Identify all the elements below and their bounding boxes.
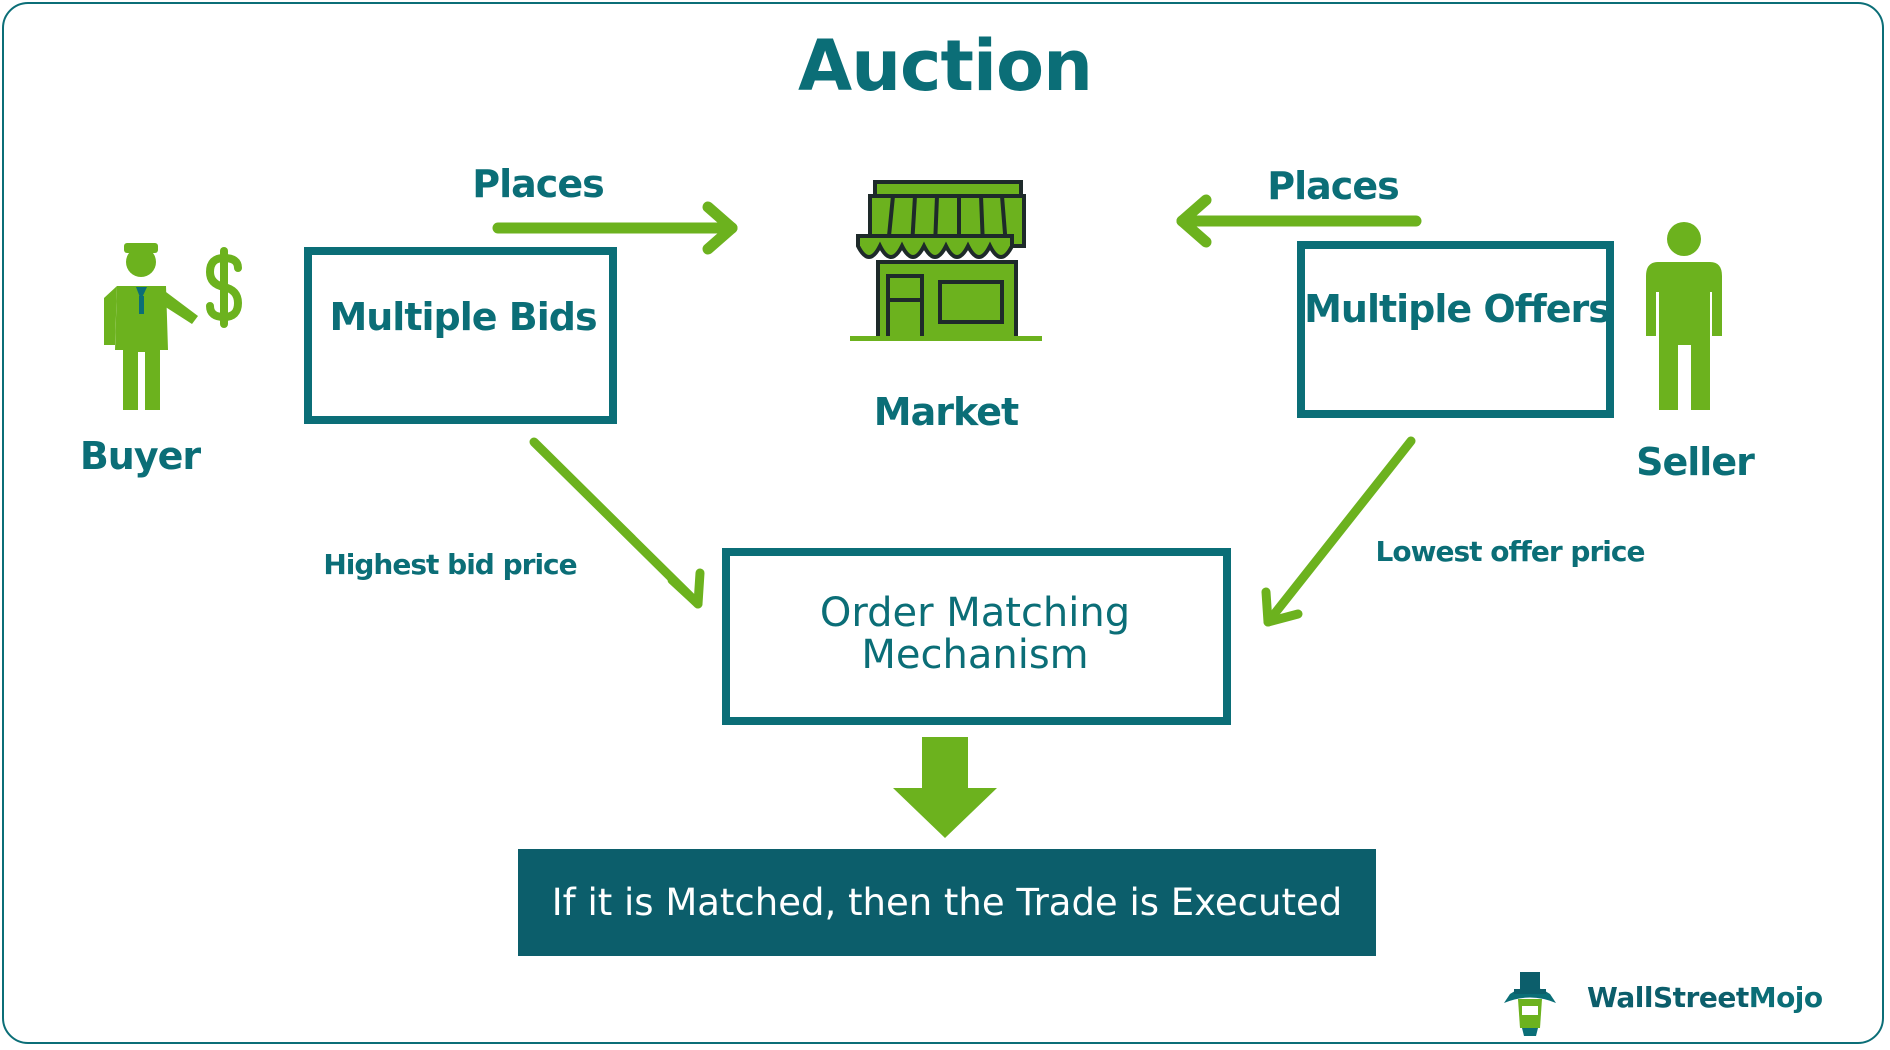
arrow-bids-to-market xyxy=(492,201,738,255)
buyer-label: Buyer xyxy=(79,434,201,478)
edge-label-lowest-offer-price: Lowest offer price xyxy=(1375,535,1646,568)
arrow-down-to-result xyxy=(893,737,997,838)
dollar-icon xyxy=(205,247,243,328)
arrow-bids-to-matching xyxy=(529,437,705,609)
order-matching-box xyxy=(722,548,1231,725)
multiple-bids-label: Multiple Bids xyxy=(329,295,597,339)
wallstreetmojo-logo-icon xyxy=(1504,972,1556,1036)
seller-icon xyxy=(1646,222,1722,410)
multiple-bids-box xyxy=(304,247,617,424)
diagram-title: Auction xyxy=(798,25,1093,107)
edge-label-highest-bid-price: Highest bid price xyxy=(323,548,577,581)
multiple-offers-label: Multiple Offers xyxy=(1304,287,1611,331)
edge-label-offers-to-market: Places xyxy=(1267,164,1399,208)
order-matching-label: Order Matching Mechanism xyxy=(819,590,1131,678)
market-store-icon xyxy=(850,180,1042,341)
market-label: Market xyxy=(873,390,1019,434)
brand-part-2: Mojo xyxy=(1748,981,1823,1014)
brand-logo-text: WallStreetMojo xyxy=(1587,981,1823,1014)
edge-label-bids-to-market: Places xyxy=(472,162,604,206)
seller-label: Seller xyxy=(1636,440,1755,484)
multiple-offers-box xyxy=(1297,241,1614,418)
result-label: If it is Matched, then the Trade is Exec… xyxy=(551,881,1343,924)
brand-part-1: WallStreet xyxy=(1587,981,1749,1014)
arrow-offers-to-matching xyxy=(1261,436,1416,627)
arrow-offers-to-market xyxy=(1176,194,1422,248)
buyer-icon xyxy=(104,243,198,410)
result-box: If it is Matched, then the Trade is Exec… xyxy=(518,849,1376,956)
